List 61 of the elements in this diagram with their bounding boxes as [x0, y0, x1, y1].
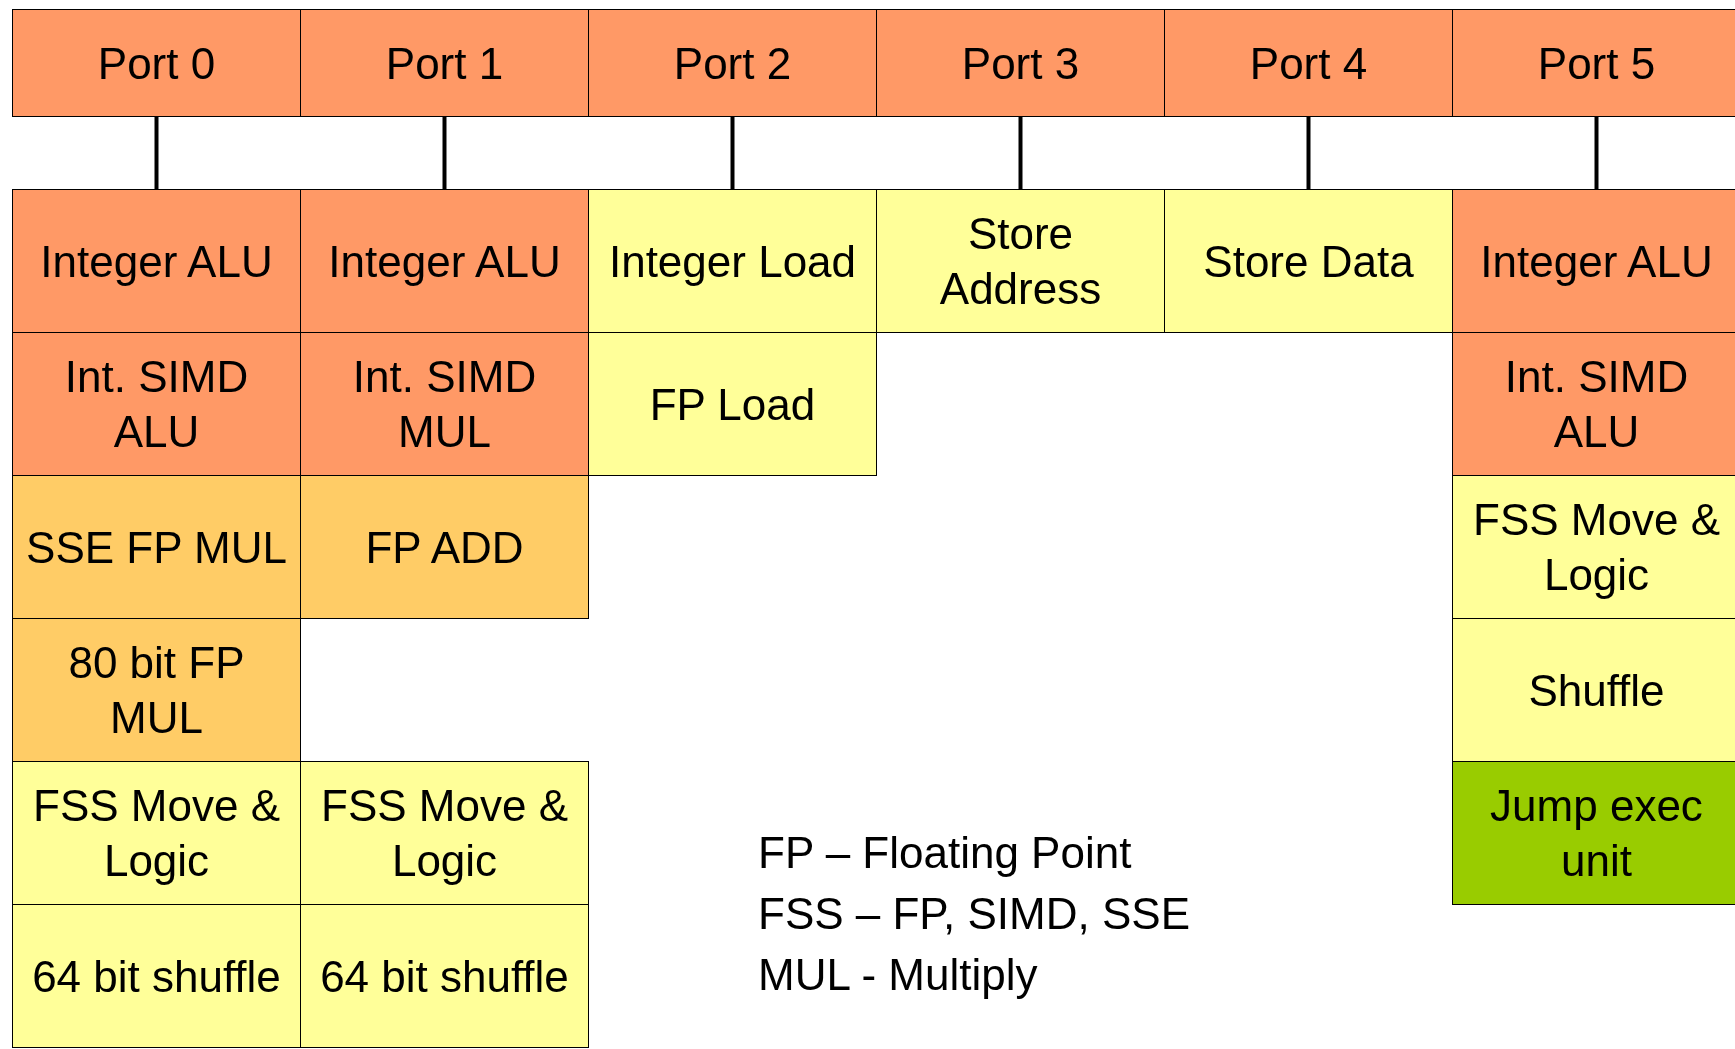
port-label: Port 0 — [96, 37, 217, 90]
execution-unit-box — [12, 332, 301, 476]
port-box — [1164, 9, 1453, 117]
unit-label: Int. SIMD MUL — [351, 351, 538, 458]
abbreviation-note: FP – Floating Point — [758, 828, 1132, 878]
unit-label: Int. SIMD ALU — [1503, 351, 1690, 458]
unit-label: FSS Move & Logic — [32, 780, 281, 887]
port-box — [12, 9, 301, 117]
unit-label: Integer Load — [607, 235, 858, 288]
unit-label: SSE FP MUL — [25, 521, 288, 574]
port-label: Port 1 — [384, 37, 505, 90]
port-label: Port 5 — [1536, 37, 1657, 90]
execution-unit-box — [300, 332, 589, 476]
unit-label: Store Address — [938, 208, 1103, 315]
unit-label: 64 bit shuffle — [31, 950, 282, 1003]
port-box — [300, 9, 589, 117]
execution-unit-box — [300, 904, 589, 1048]
execution-unit-box — [1164, 189, 1453, 333]
execution-unit-box — [1452, 332, 1735, 476]
unit-label: Integer ALU — [327, 235, 562, 288]
abbreviation-note: MUL - Multiply — [758, 950, 1038, 1000]
execution-unit-box — [300, 475, 589, 619]
execution-unit-box — [12, 189, 301, 333]
port-label: Port 3 — [960, 37, 1081, 90]
abbreviation-note: FSS – FP, SIMD, SSE — [758, 889, 1190, 939]
unit-label: Integer ALU — [39, 235, 274, 288]
unit-label: Integer ALU — [1479, 235, 1714, 288]
unit-label: FSS Move & Logic — [1472, 494, 1721, 601]
execution-unit-box — [1452, 618, 1735, 762]
unit-label: Int. SIMD ALU — [63, 351, 250, 458]
port-label: Port 4 — [1248, 37, 1369, 90]
execution-unit-box — [1452, 761, 1735, 905]
port-box — [876, 9, 1165, 117]
unit-label: 80 bit FP MUL — [67, 637, 246, 744]
unit-label: FSS Move & Logic — [320, 780, 569, 887]
unit-label: Store Data — [1202, 235, 1415, 288]
execution-unit-box — [300, 189, 589, 333]
port-box — [1452, 9, 1735, 117]
unit-label: Shuffle — [1527, 664, 1666, 717]
execution-unit-box — [300, 761, 589, 905]
connector-line — [154, 117, 159, 189]
unit-label: FP ADD — [364, 521, 525, 574]
execution-unit-box — [12, 761, 301, 905]
port-label: Port 2 — [672, 37, 793, 90]
port-box — [588, 9, 877, 117]
connector-line — [730, 117, 735, 189]
connector-line — [1306, 117, 1311, 189]
execution-unit-box — [12, 618, 301, 762]
connector-line — [1018, 117, 1023, 189]
unit-label: 64 bit shuffle — [319, 950, 570, 1003]
execution-unit-box — [1452, 475, 1735, 619]
unit-label: Jump exec unit — [1489, 780, 1704, 887]
execution-unit-box — [588, 189, 877, 333]
unit-label: FP Load — [648, 378, 817, 431]
execution-unit-box — [12, 904, 301, 1048]
execution-unit-box — [876, 189, 1165, 333]
execution-unit-box — [1452, 189, 1735, 333]
execution-unit-box — [12, 475, 301, 619]
connector-line — [442, 117, 447, 189]
execution-unit-box — [588, 332, 877, 476]
connector-line — [1594, 117, 1599, 189]
